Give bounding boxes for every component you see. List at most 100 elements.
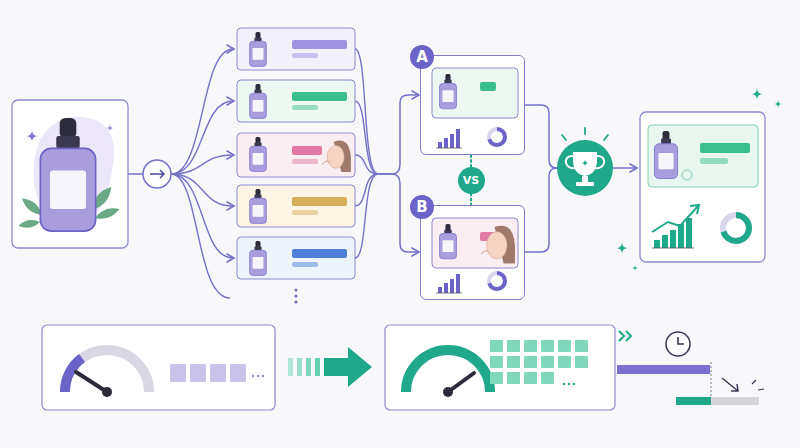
headline-bar: [480, 82, 496, 91]
dropper-collar: [661, 139, 671, 144]
winner-card: [640, 112, 765, 262]
bottle-body: [440, 83, 457, 109]
headline-bar: [292, 146, 322, 155]
arrow-head: [227, 202, 234, 210]
merge-line: [355, 49, 378, 174]
chart-bar: [686, 218, 692, 248]
product-card: [12, 100, 128, 248]
slot: [490, 340, 503, 352]
speed-stripe: [306, 358, 311, 376]
chart-bar: [654, 240, 660, 248]
hand: [481, 251, 489, 255]
gauge-needle: [76, 372, 107, 392]
clock: [666, 332, 690, 356]
arrow-head: [227, 151, 234, 159]
chart-axis: [436, 293, 462, 294]
link-line: [128, 173, 143, 175]
merge-line: [355, 101, 378, 174]
test-card: A: [420, 55, 525, 155]
slot: [575, 340, 588, 352]
chart-bar: [438, 142, 442, 148]
gauge-track: [65, 350, 149, 392]
gauge-hub: [102, 387, 112, 397]
chart-bar: [444, 138, 448, 148]
trend-line: [652, 206, 698, 232]
dropper-bulb: [255, 84, 260, 90]
panel: [42, 325, 275, 410]
split-circle: [143, 160, 171, 188]
bottle-body: [250, 93, 267, 118]
more-dots: [563, 383, 565, 385]
clock-hands: [678, 337, 684, 344]
text-bar: [292, 53, 318, 58]
arrow-head: [227, 254, 234, 262]
slot: [524, 372, 537, 384]
dropper-collar: [254, 37, 261, 41]
variant-card: [237, 185, 355, 227]
bottle-label: [253, 48, 264, 60]
gauge-value: [406, 350, 490, 392]
headline-bar: [292, 249, 347, 258]
speed-stripe: [288, 358, 293, 376]
text-bar: [292, 262, 318, 267]
dropper-collar: [254, 142, 261, 146]
dotted-connector: [470, 194, 472, 206]
more-dots: [294, 288, 297, 291]
shine: [562, 128, 608, 140]
ad-card: [648, 125, 758, 187]
variant-card: [237, 80, 355, 122]
slot: [507, 356, 520, 368]
bottle-label: [658, 153, 673, 169]
variant-card: [237, 28, 355, 70]
merge-line: [355, 155, 378, 174]
arrow-head: [227, 97, 234, 105]
donut-value: [723, 215, 749, 241]
bottle-body: [250, 146, 267, 171]
more-dots: [573, 383, 575, 385]
bottle-label: [253, 205, 264, 217]
speed-stripe: [315, 358, 320, 376]
text-bar: [292, 105, 318, 110]
down-arrow: [722, 378, 738, 391]
slot: [507, 372, 520, 384]
text-bar: [480, 246, 481, 251]
chart-bar: [456, 274, 460, 293]
bottle-label: [442, 240, 453, 252]
big-arrow: [324, 347, 372, 387]
slot: [541, 372, 554, 384]
donut-value: [489, 273, 505, 289]
slot: [524, 340, 537, 352]
face: [327, 146, 344, 169]
winner-circle: [557, 140, 613, 196]
test-card: B: [420, 205, 525, 300]
dropper-bulb: [663, 131, 670, 140]
branch-line: [171, 49, 233, 174]
bottle-body: [250, 198, 267, 223]
result-line: [525, 105, 557, 168]
variant-card: [237, 237, 355, 279]
slot: [558, 356, 571, 368]
trophy-cup: [573, 152, 597, 176]
bottle-body: [250, 41, 267, 66]
dropper-bulb: [255, 32, 260, 38]
text-bar: [480, 96, 481, 101]
bottle-label: [253, 153, 264, 165]
sparkle: [774, 100, 782, 108]
leaf: [18, 218, 41, 229]
bottle-body: [440, 233, 457, 259]
dropper-bulb: [255, 189, 260, 195]
branch-line: [171, 174, 230, 298]
slot: [558, 340, 571, 352]
text-bar: [700, 158, 728, 164]
arrow-head: [630, 164, 637, 172]
shine: [752, 380, 764, 390]
leaf: [94, 205, 121, 222]
arrow-head: [412, 248, 419, 256]
sparkle: [26, 130, 38, 142]
more-dots: [252, 375, 254, 377]
headline-bar: [700, 143, 750, 153]
bottle-body: [250, 250, 267, 275]
sparkle: [581, 159, 589, 167]
gauge-hub: [443, 387, 453, 397]
